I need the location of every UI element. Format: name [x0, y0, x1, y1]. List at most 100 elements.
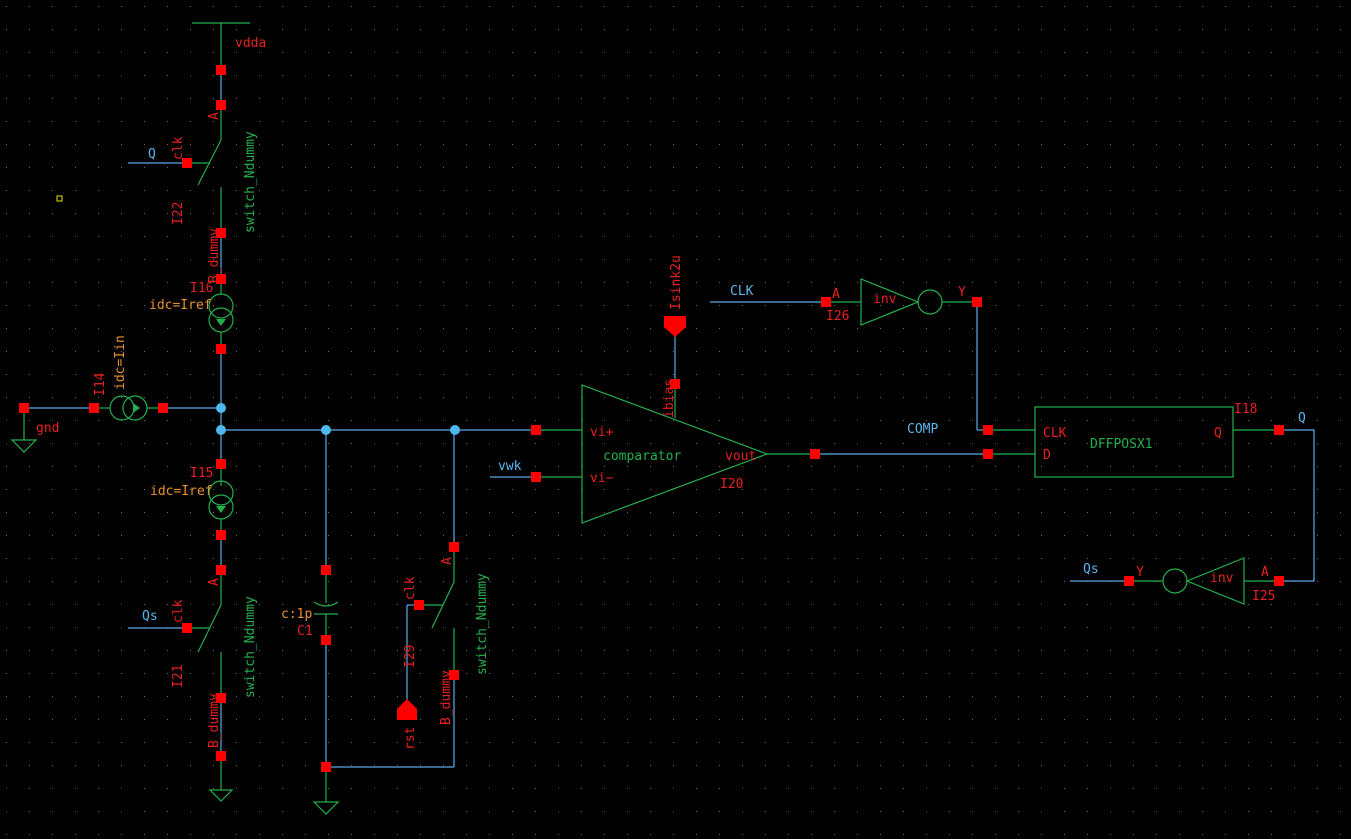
I15-param: idc=Iref	[150, 484, 213, 499]
pin-marker[interactable]	[321, 565, 331, 575]
I25-label: I25	[1252, 589, 1275, 604]
pin-marker[interactable]	[216, 100, 226, 110]
pin-marker[interactable]	[983, 449, 993, 459]
I22-cell: switch_Ndummy	[243, 131, 258, 233]
pin-marker[interactable]	[216, 459, 226, 469]
pin-marker[interactable]	[983, 425, 993, 435]
comparator-I20[interactable]: Isink2u ibias vi+ vi− comparator vout I2…	[490, 255, 988, 524]
net-Q-out-label: Q	[1298, 411, 1306, 426]
pin-marker[interactable]	[1124, 576, 1134, 586]
pin-marker[interactable]	[1274, 576, 1284, 586]
I18-label: I18	[1234, 402, 1257, 417]
vdda-label: vdda	[235, 36, 266, 51]
I18-pin-d: D	[1043, 448, 1051, 463]
gnd-label: gnd	[36, 421, 59, 436]
I22-pin-b: B_dummy	[207, 228, 222, 283]
pin-marker[interactable]	[1274, 425, 1284, 435]
I20-label: I20	[720, 477, 743, 492]
I22-pin-a: A	[207, 112, 222, 120]
pin-marker[interactable]	[449, 542, 459, 552]
I25-pin-y: Y	[1136, 565, 1144, 580]
junction-dot	[216, 403, 226, 413]
net-Qs-out-label: Qs	[1083, 562, 1099, 577]
I18-pin-clk: CLK	[1043, 426, 1067, 441]
inverter-I25[interactable]: Qs Y inv A I25	[1070, 557, 1279, 605]
pin-marker[interactable]	[321, 762, 331, 772]
I21-pin-a: A	[207, 578, 222, 586]
Isink2u-pin-icon[interactable]	[664, 316, 686, 337]
I20-pin-out: vout	[725, 449, 756, 464]
C1-label: C1	[297, 624, 313, 639]
I15-label: I15	[190, 466, 213, 481]
I25-cell: inv	[1210, 571, 1234, 586]
capacitor-C1[interactable]: c:1p C1	[281, 430, 340, 815]
pin-marker[interactable]	[158, 403, 168, 413]
net-vwk-label: vwk	[498, 459, 522, 474]
net-COMP-label: COMP	[907, 422, 938, 437]
I14-param: idc=Iin	[113, 335, 128, 390]
I20-cell: comparator	[603, 449, 681, 464]
pin-marker[interactable]	[19, 403, 29, 413]
I26-pin-a: A	[832, 287, 840, 302]
I29-cell: switch_Ndummy	[475, 573, 490, 675]
pin-marker[interactable]	[216, 751, 226, 761]
current-source-I16[interactable]: I16 idc=Iref	[149, 279, 234, 349]
switch-I21[interactable]: A clk Qs I21 B_dummy switch_Ndummy	[128, 570, 258, 802]
I26-cell: inv	[873, 292, 897, 307]
I29-label: I29	[403, 645, 418, 668]
switch-I22[interactable]: A clk Q I22 B_dummy switch_Ndummy	[128, 70, 258, 283]
pin-marker[interactable]	[216, 274, 226, 284]
cursor-marker	[56, 195, 63, 202]
I18-cell: DFFPOSX1	[1090, 437, 1153, 452]
switch-I29[interactable]: rst A clk I29 B_dummy switch_Ndummy	[326, 430, 490, 768]
pin-marker[interactable]	[216, 344, 226, 354]
pin-marker[interactable]	[216, 565, 226, 575]
inverter-I26[interactable]: CLK A I26 inv Y	[710, 278, 988, 431]
pin-marker[interactable]	[216, 228, 226, 238]
junction-dot	[450, 425, 460, 435]
dff-I18[interactable]: COMP CLK D DFFPOSX1 Q I18 Q	[907, 402, 1315, 582]
pin-marker[interactable]	[182, 158, 192, 168]
I26-pin-y: Y	[958, 285, 966, 300]
I21-pin-b: B_dummy	[207, 693, 222, 748]
I14-label: I14	[93, 372, 108, 396]
pin-marker[interactable]	[89, 403, 99, 413]
I16-param: idc=Iref	[149, 298, 212, 313]
I29-pin-a: A	[440, 557, 455, 565]
C1-param: c:1p	[281, 607, 312, 622]
I20-pin-vim: vi−	[590, 471, 614, 486]
pin-marker[interactable]	[972, 297, 982, 307]
I18-pin-q: Q	[1214, 426, 1222, 441]
pin-marker[interactable]	[531, 472, 541, 482]
junction-dot	[321, 425, 331, 435]
net-Q-label: Q	[148, 147, 156, 162]
pin-marker[interactable]	[821, 297, 831, 307]
net-CLK-label: CLK	[730, 284, 754, 299]
pin-marker[interactable]	[449, 670, 459, 680]
pin-marker[interactable]	[216, 530, 226, 540]
pin-marker[interactable]	[531, 425, 541, 435]
pin-marker[interactable]	[182, 623, 192, 633]
pin-marker[interactable]	[414, 600, 424, 610]
I22-label: I22	[171, 202, 186, 225]
I21-cell: switch_Ndummy	[243, 596, 258, 698]
rst-pin-icon[interactable]	[397, 699, 417, 720]
I22-pin-clk: clk	[171, 136, 186, 160]
current-source-I15[interactable]: I15 idc=Iref	[150, 464, 234, 535]
pin-markers	[19, 65, 1284, 772]
pin-marker[interactable]	[810, 449, 820, 459]
I16-label: I16	[190, 281, 213, 296]
pin-marker[interactable]	[216, 65, 226, 75]
I25-pin-a: A	[1261, 565, 1269, 580]
bias-pin-label: Isink2u	[669, 255, 684, 310]
junction-dot	[216, 425, 226, 435]
pin-marker[interactable]	[216, 693, 226, 703]
I21-label: I21	[171, 665, 186, 688]
pin-marker[interactable]	[321, 635, 331, 645]
I29-pin-clk: clk	[403, 576, 418, 600]
current-source-I14[interactable]: gnd I14 idc=Iin	[10, 335, 221, 453]
rst-label: rst	[403, 727, 418, 750]
vdda-supply[interactable]: vdda	[192, 22, 266, 70]
pin-marker[interactable]	[670, 379, 680, 389]
